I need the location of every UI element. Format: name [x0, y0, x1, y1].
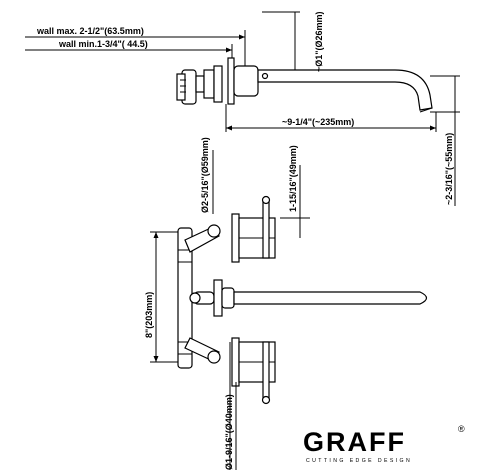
- spout-length-label: ~9-1/4"(~235mm): [282, 117, 354, 127]
- pipe-diameter-label: ~Ø1"(Ø26mm): [314, 11, 324, 72]
- front-view: Ø2-5/16"(Ø59mm) 1-15/16"(49mm) 8"(203mm): [144, 137, 428, 470]
- wall-max-label: wall max. 2-1/2"(63.5mm): [36, 26, 144, 36]
- registered-mark: ®: [458, 424, 465, 434]
- wall-min-label: wall min.1-3/4"( 44.5): [58, 39, 148, 49]
- spout-drop-label: ~2-3/16"(~55mm): [444, 133, 454, 205]
- handle-height-label: 1-15/16"(49mm): [288, 145, 298, 212]
- rosette-diameter-label: Ø2-5/16"(Ø59mm): [200, 137, 210, 213]
- graff-logo: GRAFF ® CUTTING EDGE DESIGN: [303, 424, 465, 464]
- brand-logo: GRAFF: [303, 427, 406, 457]
- brand-tagline: CUTTING EDGE DESIGN: [306, 458, 412, 464]
- valve-spacing-label: 8"(203mm): [144, 292, 154, 338]
- side-view: wall max. 2-1/2"(63.5mm) wall min.1-3/4"…: [25, 11, 460, 206]
- handle-diameter-label: Ø1-9/16"(Ø40mm): [224, 394, 234, 470]
